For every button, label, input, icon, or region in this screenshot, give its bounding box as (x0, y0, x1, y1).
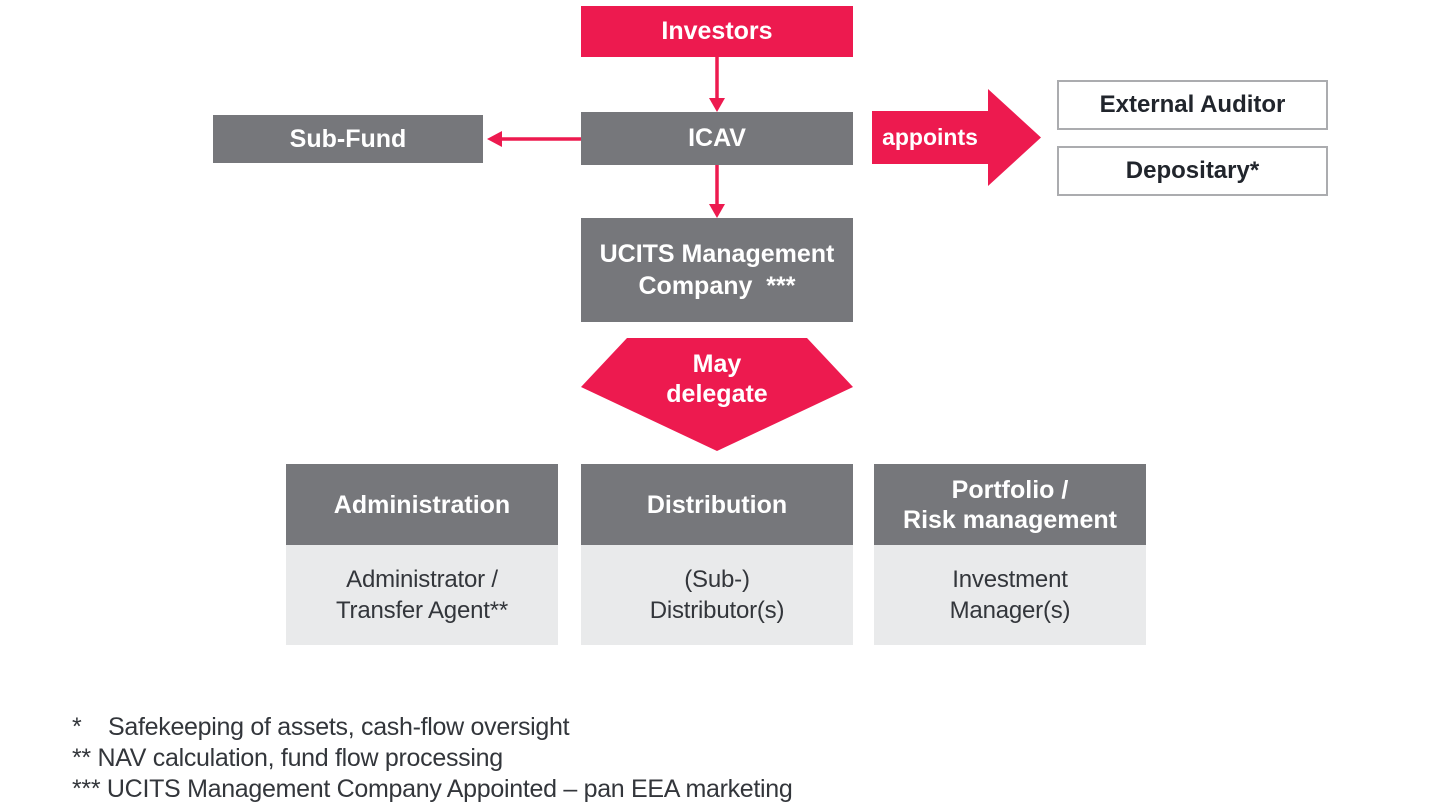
arrow-icav-to-subfund-icon (487, 131, 581, 147)
ucits-label-line1: UCITS Management (599, 240, 835, 268)
footnote-depositary: * Safekeeping of assets, cash-flow overs… (72, 713, 570, 741)
footnote-administrator: ** NAV calculation, fund flow processing (72, 744, 503, 772)
administration-header-label: Administration (333, 490, 511, 519)
may-delegate-line2: delegate (666, 380, 768, 408)
investment-manager-label-line2: Manager(s) (949, 597, 1071, 624)
ucits-management-company-box: UCITS Management Company *** (581, 218, 853, 322)
external-auditor-label: External Auditor (1099, 91, 1286, 118)
appoints-text: appoints (882, 124, 978, 150)
depositary-box: Depositary* (1057, 146, 1328, 196)
administrator-label-line2: Transfer Agent** (335, 597, 508, 624)
investors-box: Investors (581, 6, 853, 57)
distributor-label-line2: Distributor(s) (649, 597, 785, 624)
footnotes: * Safekeeping of assets, cash-flow overs… (72, 712, 793, 805)
arrow-icav-to-ucits-icon (709, 165, 725, 218)
investment-manager-label-line1: Investment (952, 566, 1068, 593)
portfolio-risk-body: Investment Manager(s) (874, 545, 1146, 645)
distributor-label-line1: (Sub-) (684, 566, 750, 593)
distribution-header: Distribution (581, 464, 853, 545)
external-auditor-box: External Auditor (1057, 80, 1328, 130)
depositary-label: Depositary* (1125, 157, 1260, 184)
portfolio-risk-header-line1: Portfolio / (951, 475, 1069, 504)
administrator-label-line1: Administrator / (346, 566, 498, 593)
icav-label: ICAV (688, 124, 746, 152)
may-delegate-arrow-label: May delegate (617, 348, 817, 410)
administration-header: Administration (286, 464, 558, 545)
distribution-header-label: Distribution (646, 490, 788, 519)
portfolio-risk-header-line2: Risk management (903, 505, 1117, 534)
distribution-body: (Sub-) Distributor(s) (581, 545, 853, 645)
sub-fund-box: Sub-Fund (213, 115, 483, 163)
footnote-ucits: *** UCITS Management Company Appointed –… (72, 775, 793, 803)
sub-fund-label: Sub-Fund (289, 124, 407, 153)
administration-body: Administrator / Transfer Agent** (286, 545, 558, 645)
appoints-arrow-label: appoints (872, 111, 988, 164)
investors-label: Investors (661, 17, 773, 45)
arrow-investors-to-icav-icon (709, 57, 725, 112)
may-delegate-line1: May (692, 350, 742, 378)
icav-box: ICAV (581, 112, 853, 165)
portfolio-risk-header: Portfolio / Risk management (874, 464, 1146, 545)
ucits-label-line2: Company *** (638, 272, 796, 300)
